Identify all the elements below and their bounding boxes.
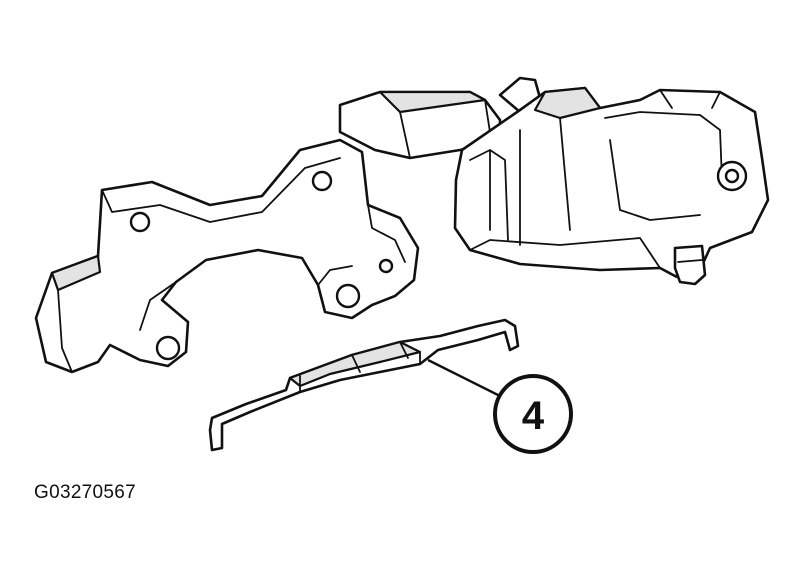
caliper-carrier-bracket: [34, 138, 420, 374]
anti-rattle-clip: [208, 318, 520, 452]
callout-4: 4: [427, 358, 573, 454]
caliper-housing: [453, 86, 770, 286]
callout-number: 4: [522, 394, 545, 438]
figure-id-label: G03270567: [34, 482, 137, 503]
